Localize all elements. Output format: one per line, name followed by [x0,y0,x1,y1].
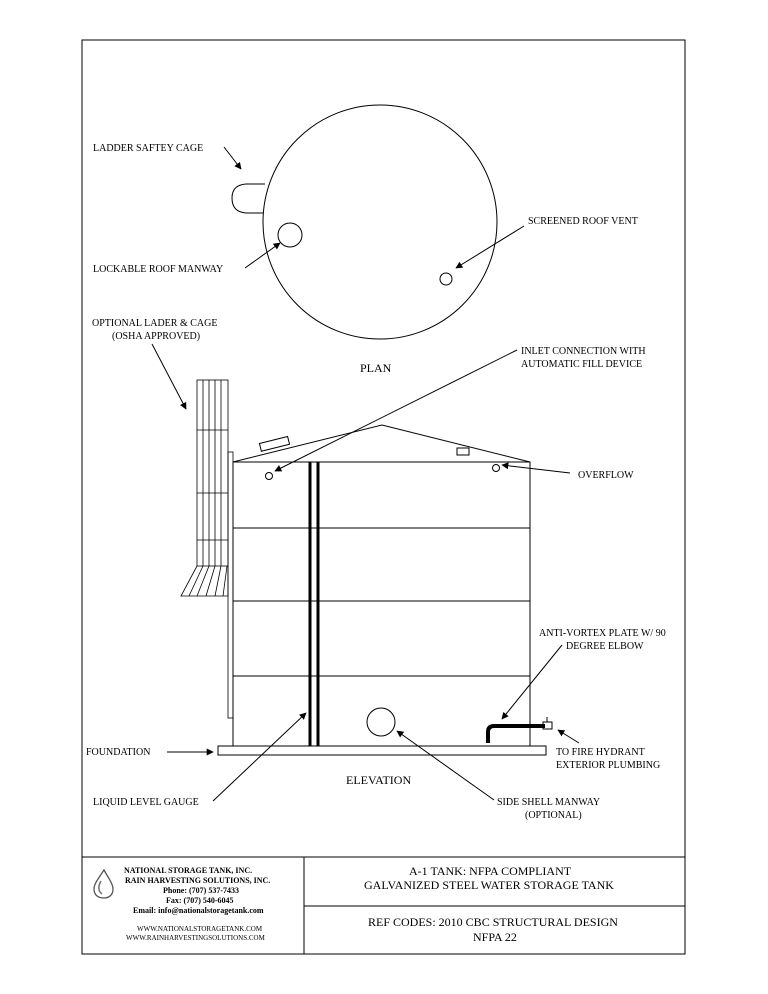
title-block: NATIONAL STORAGE TANK, INC. RAIN HARVEST… [82,856,685,954]
company-name-1: NATIONAL STORAGE TANK, INC. [124,866,252,875]
label-ladder-cage: LADDER SAFTEY CAGE [93,143,203,154]
arrow-side-manway [396,730,495,801]
ref-codes-1: REF CODES: 2010 CBC STRUCTURAL DESIGN [368,915,618,929]
drawing-title-2: GALVANIZED STEEL WATER STORAGE TANK [364,878,614,892]
label-elevation: ELEVATION [346,773,411,787]
label-liquid-gauge: LIQUID LEVEL GAUGE [93,797,199,808]
arrow-optional-ladder [151,343,187,410]
label-inlet-1: INLET CONNECTION WITH [521,346,646,357]
inlet-connection [265,472,273,480]
tank-shell [232,461,531,747]
label-side-manway-2: (OPTIONAL) [525,810,582,821]
label-optional-ladder-1: OPTIONAL LADER & CAGE [92,318,217,329]
company-name-2: RAIN HARVESTING SOLUTIONS, INC. [125,876,270,885]
label-side-manway-1: SIDE SHELL MANWAY [497,797,600,808]
water-drop-logo-icon [93,868,114,899]
roof-manway-hatch [258,435,291,452]
side-shell-manway [366,707,396,737]
arrow-roof-vent [455,225,525,269]
arrow-liquid-gauge [212,712,307,802]
foundation-slab [217,745,547,756]
ref-codes-2: NFPA 22 [473,930,517,944]
drawing-title-1: A-1 TANK: NFPA COMPLIANT [409,864,572,878]
tank-roof [232,424,531,463]
arrow-ladder-cage [223,146,242,170]
company-web-2: WWW.RAINHARVESTINGSOLUTIONS.COM [126,934,266,942]
ladder-cage-shape [231,183,265,214]
label-plan: PLAN [360,361,392,375]
sheet-border [81,39,686,955]
label-anti-vortex-1: ANTI-VORTEX PLATE W/ 90 [539,628,666,639]
label-anti-vortex-2: DEGREE ELBOW [566,641,644,652]
company-fax: Fax: (707) 540-6045 [166,896,234,905]
label-overflow: OVERFLOW [578,470,634,481]
label-fire-hydrant-2: EXTERIOR PLUMBING [556,760,660,771]
arrow-roof-manway [244,242,281,269]
label-foundation: FOUNDATION [86,747,150,758]
ladder-cage-elevation [180,379,234,719]
label-roof-manway: LOCKABLE ROOF MANWAY [93,264,223,275]
company-phone: Phone: (707) 537-7433 [163,886,239,895]
label-inlet-2: AUTOMATIC FILL DEVICE [521,359,642,370]
label-roof-vent: SCREENED ROOF VENT [528,216,638,227]
company-email: Email: info@nationalstoragetank.com [133,906,264,915]
elevation-view: OPTIONAL LADER & CAGE (OSHA APPROVED) IN… [86,318,666,821]
arrow-anti-vortex [501,644,563,720]
company-web-1: WWW.NATIONALSTORAGETANK.COM [137,925,263,933]
tank-roof-circle [262,104,498,340]
roof-vent-box [456,447,470,456]
label-optional-ladder-2: (OSHA APPROVED) [112,331,200,342]
arrow-fire-hydrant [557,729,580,744]
label-fire-hydrant-1: TO FIRE HYDRANT [556,747,645,758]
roof-manway-circle [277,222,303,248]
overflow-connection [492,464,500,472]
anti-vortex-elbow [486,724,545,743]
roof-vent-circle [439,272,453,286]
arrow-overflow [501,462,571,474]
arrow-inlet [274,349,518,472]
plan-view: LADDER SAFTEY CAGE LOCKABLE ROOF MANWAY … [93,104,638,375]
